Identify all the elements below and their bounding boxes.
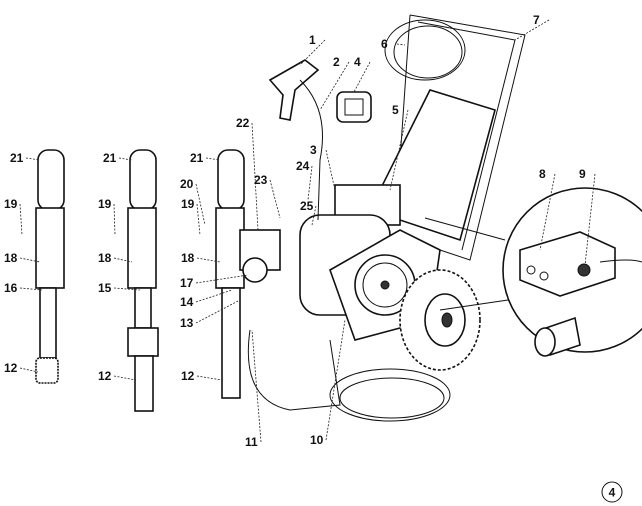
- leader-line-gun: [299, 39, 326, 66]
- callout-knob2: 25: [300, 199, 314, 213]
- figure-number-circle: [601, 481, 623, 503]
- cart-frame-drawing: [368, 14, 526, 261]
- callout-valve: 24: [296, 159, 310, 173]
- callout-gun: 1: [309, 33, 316, 47]
- leader-line-valve: [307, 165, 313, 201]
- leader-line-hose-gun: [319, 61, 350, 111]
- callout-lever2-c: 20: [180, 177, 194, 191]
- callout-switch-box: 4: [354, 55, 361, 69]
- leader-line-return-hose: [251, 329, 262, 443]
- leader-line-suction-b: [113, 375, 137, 381]
- callout-handle: 7: [533, 13, 540, 27]
- callout-lever-a: 19: [4, 197, 18, 211]
- leader-line-control-box: [539, 173, 556, 251]
- leader-line-filter: [251, 122, 259, 231]
- callout-cap-a: 21: [10, 151, 24, 165]
- control-box-callout: [424, 187, 642, 357]
- leader-line-cap-c: [205, 157, 221, 161]
- callout-bracket: 23: [254, 173, 268, 187]
- callout-cap-b: 21: [103, 151, 117, 165]
- hose-coil-drawing: [329, 19, 466, 422]
- callout-suction-c: 12: [181, 369, 195, 383]
- leader-line-gauge-c: [195, 274, 249, 284]
- leader-line-frame-pump: [325, 149, 336, 191]
- leader-line-lever-c: [196, 203, 201, 236]
- leader-line-suction-a: [19, 367, 39, 373]
- leader-line-hose-coil: [396, 43, 406, 46]
- callout-manometer-c: 14: [180, 295, 194, 309]
- callout-lever-b: 19: [98, 197, 112, 211]
- callout-body-a: 18: [4, 251, 18, 265]
- leader-line-fitting-b: [113, 287, 141, 291]
- callout-cap-c: 21: [190, 151, 204, 165]
- leader-line-lever-a: [19, 203, 23, 236]
- callout-body-b: 18: [98, 251, 112, 265]
- callout-fitting-a: 16: [4, 281, 18, 295]
- callout-suction-a: 12: [4, 361, 18, 375]
- callout-suction-b: 12: [98, 369, 112, 383]
- leader-line-knob: [584, 173, 596, 266]
- leader-line-lever-b: [113, 203, 116, 236]
- leader-line-body-b: [113, 257, 133, 263]
- callout-pump-c: 13: [180, 316, 194, 330]
- callout-frame-pump: 3: [310, 143, 317, 157]
- callout-motor-box: 5: [392, 103, 399, 117]
- callout-fitting-b: 15: [98, 281, 112, 295]
- leader-line-handle: [514, 19, 550, 41]
- pump-unit-c-drawing: [215, 149, 281, 399]
- figure-number: 4: [609, 486, 616, 500]
- leader-line-pump-c: [195, 299, 241, 324]
- spray-gun-drawing: [268, 59, 323, 221]
- callout-fan-cover: 10: [310, 433, 324, 447]
- leader-line-cap-a: [25, 157, 41, 161]
- callout-filter: 22: [236, 116, 250, 130]
- leader-line-body-c: [196, 257, 221, 263]
- leader-line-manometer-c: [195, 289, 233, 303]
- leader-line-fan-cover: [325, 319, 346, 441]
- callout-lever-c: 19: [181, 197, 195, 211]
- leader-line-fitting-a: [19, 287, 43, 291]
- leader-line-bracket: [269, 179, 281, 219]
- callout-body-c: 18: [181, 251, 195, 265]
- callout-control-box: 8: [539, 167, 546, 181]
- wheel-drawing: [399, 269, 481, 371]
- pump-unit-b-drawing: [127, 149, 159, 412]
- leader-line-switch-box: [353, 61, 371, 93]
- callout-knob: 9: [579, 167, 586, 181]
- callout-hose-coil: 6: [381, 37, 388, 51]
- leader-line-suction-c: [196, 375, 223, 381]
- leader-line-cap-b: [118, 157, 133, 161]
- switch-drawing: [336, 91, 372, 123]
- pump-unit-a-drawing: [35, 149, 65, 384]
- leader-line-motor-box: [389, 109, 409, 191]
- callout-hose-gun: 2: [333, 55, 340, 69]
- callout-gauge-c: 17: [180, 276, 194, 290]
- callout-return-hose: 11: [245, 435, 258, 449]
